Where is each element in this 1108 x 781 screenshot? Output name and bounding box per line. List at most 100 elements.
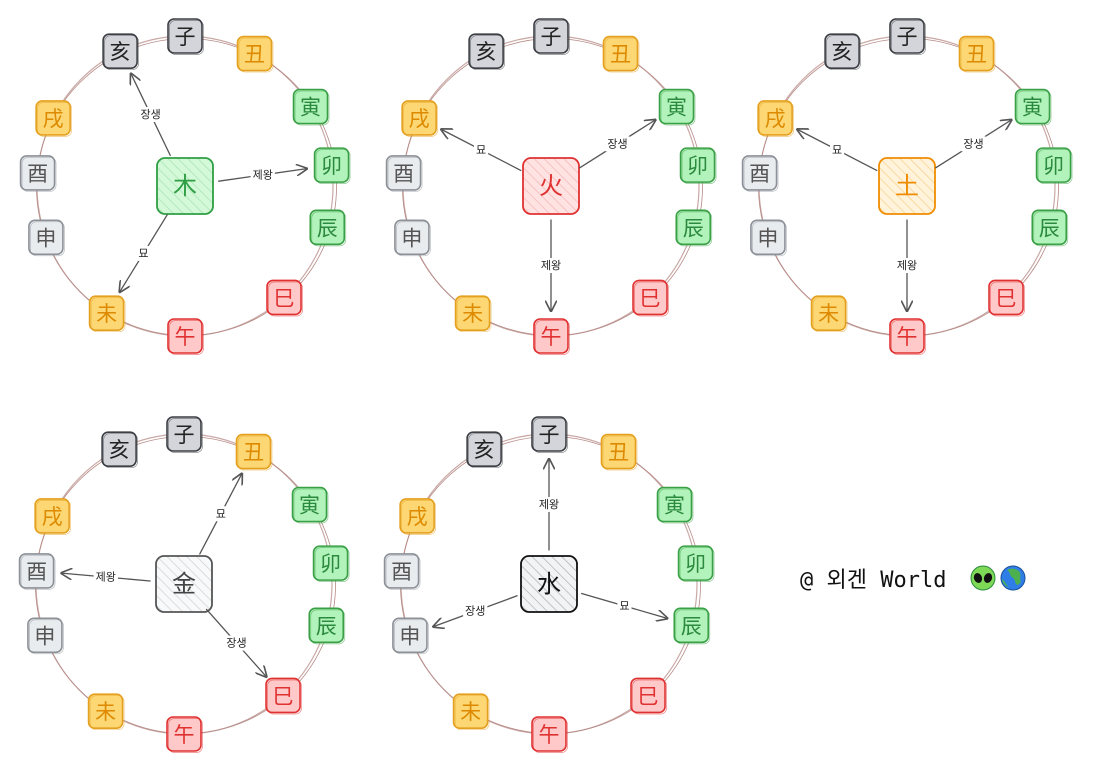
stage-arrow: 묘 [441,129,522,172]
branch-tile-sketch [535,320,570,355]
branch-tile-sketch [533,718,568,753]
branch-tile-sketch [677,211,713,247]
branch-tile-sketch [401,500,436,535]
branch-tile-bg [235,433,272,470]
arrow-label: 묘 [476,143,486,156]
branch-tile-sketch [168,418,203,453]
branch-tile: 丑 [236,35,274,73]
branch-tile: 卯 [313,147,351,184]
branch-tile-sketch [1016,90,1052,126]
branch-label: 丑 [608,441,629,465]
branch-label: 戌 [409,107,430,131]
branch-tile: 酉 [741,155,779,192]
branch-tile-sketch [314,547,350,582]
branch-label: 辰 [683,216,704,240]
branch-tile-sketch [1033,211,1069,247]
branch-label: 巳 [638,684,659,708]
branch-tile: 子 [166,416,203,453]
stage-arrow: 장생 [935,120,1012,169]
branch-tile-sketch [634,281,669,317]
branch-label: 午 [541,325,562,349]
arrow-label: 장생 [607,137,627,150]
branch-label: 辰 [316,614,337,638]
branch-tile-sketch [293,488,329,524]
branch-tile: 卯 [1035,147,1073,184]
branch-tile-sketch [679,547,715,582]
branch-label: 辰 [1039,216,1060,240]
arrow-label-bg [213,506,228,522]
center-element: 木 [156,157,214,215]
arrow-label: 묘 [619,599,629,612]
branch-label: 申 [399,624,420,648]
branch-tile: 未 [454,295,492,333]
branch-tile-bg [466,431,502,467]
arrow-label: 묘 [138,247,148,260]
branch-tile: 午 [531,716,568,753]
branch-tile-bg [102,33,138,69]
arrow-label-bg [250,167,275,183]
branch-tile: 申 [27,617,64,655]
branch-label: 申 [757,226,778,250]
branch-label: 午 [897,325,918,349]
branch-tile-bg [452,693,489,730]
branch-tile: 丑 [958,35,996,73]
branch-tile: 未 [88,295,126,333]
branch-label: 酉 [391,560,412,584]
branch-tile-bg [385,155,422,191]
branch-tile: 申 [28,219,65,257]
branch-tile-sketch [267,679,302,715]
branch-tile: 辰 [308,607,346,645]
branch-tile-sketch [169,320,204,355]
branch-tile-sketch [990,281,1025,317]
center-label: 火 [539,172,563,200]
branch-tile-sketch [21,157,57,192]
branch-tile: 丑 [602,35,640,73]
branch-tile: 申 [392,617,429,655]
branch-tile-bg [291,486,328,523]
branch-label: 辰 [681,614,702,638]
stage-arrow: 제왕 [61,570,151,585]
branch-tile-bg [1035,147,1072,183]
branch-tile-bg [1014,88,1051,125]
stage-arrow: 묘 [797,129,878,172]
branch-tile: 丑 [235,433,273,471]
branch-label: 酉 [26,560,47,584]
branch-tile: 巳 [266,279,303,317]
branch-tile-bg [602,35,639,72]
stage-arrow: 장생 [579,120,656,169]
branch-label: 巳 [273,684,294,708]
arrow-label: 묘 [832,143,842,156]
branch-tile: 寅 [291,486,329,524]
branch-tile-sketch [604,37,640,73]
branch-tile-bg [757,100,793,136]
branch-tile-sketch [387,157,423,192]
arrow-label: 제왕 [253,168,273,181]
branch-tile-bg [679,147,716,183]
branch-label: 卯 [1043,154,1064,178]
branch-tile-sketch [660,90,696,126]
branch-tile: 卯 [679,147,717,184]
branch-tile: 未 [452,693,490,731]
arrow-label-bg [538,258,564,273]
branch-tile-sketch [29,619,64,655]
branch-tile-sketch [468,433,503,469]
branch-tile: 亥 [824,33,861,71]
branch-tile-bg [810,295,847,332]
branch-label: 亥 [832,40,853,64]
branch-tile-sketch [394,619,429,655]
arrow-label-bg [961,136,986,152]
branch-tile: 亥 [468,33,505,71]
branch-label: 卯 [685,552,706,576]
branch-tile-sketch [168,718,203,753]
branch-tile-bg [392,617,428,654]
branch-tile-sketch [385,555,421,590]
branch-label: 寅 [664,494,685,518]
branch-tile-bg [958,35,995,72]
branch-tile-bg [28,219,64,256]
branch-tile-bg [658,88,695,125]
branch-tile: 酉 [383,553,421,590]
arrow-label: 묘 [216,507,226,520]
